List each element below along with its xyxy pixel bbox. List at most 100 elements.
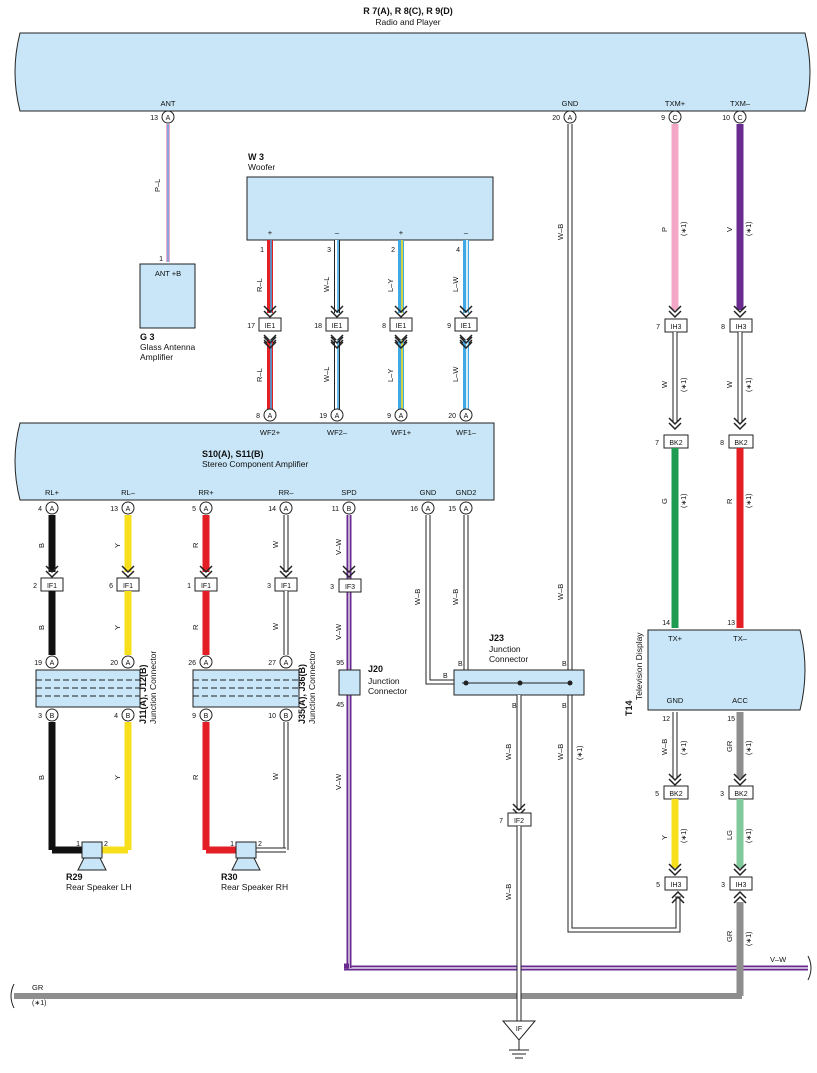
svg-text:C: C: [737, 115, 742, 122]
svg-text:5: 5: [655, 791, 659, 798]
svg-text:20: 20: [552, 115, 560, 122]
svg-text:BK2: BK2: [669, 791, 682, 798]
junction-top-pin: [121, 655, 135, 669]
j20-title: J20: [368, 664, 383, 674]
svg-text:IF1: IF1: [123, 583, 133, 590]
svg-text:A: A: [284, 506, 289, 513]
svg-text:B: B: [37, 543, 46, 548]
svg-text:B: B: [458, 661, 463, 668]
r30-title: R30: [221, 872, 238, 882]
svg-text:4: 4: [114, 713, 118, 720]
ie1-connector: [258, 317, 282, 332]
svg-text:A: A: [335, 413, 340, 420]
svg-text:V: V: [725, 227, 734, 232]
svg-text:B: B: [126, 713, 131, 720]
junction-bottom-pin: [199, 708, 213, 722]
amp-box: [14, 422, 495, 501]
svg-text:1: 1: [187, 583, 191, 590]
connector-chevron: [459, 336, 473, 350]
svg-text:A: A: [50, 506, 55, 513]
svg-text:13: 13: [110, 506, 118, 513]
svg-text:IF1: IF1: [281, 583, 291, 590]
svg-text:45: 45: [336, 702, 344, 709]
svg-text:GND: GND: [667, 696, 684, 705]
svg-text:B: B: [284, 713, 289, 720]
t14-box: [647, 629, 806, 711]
svg-text:L–W: L–W: [451, 276, 460, 292]
svg-text:L–W: L–W: [451, 366, 460, 382]
svg-text:W–B: W–B: [451, 589, 460, 605]
speaker-icon: [81, 841, 103, 859]
amp-bottom-connector: [45, 501, 59, 515]
svg-text:C: C: [672, 115, 677, 122]
svg-text:W–B: W–B: [556, 744, 565, 760]
svg-text:Junction: Junction: [489, 644, 521, 654]
if3-connector: [338, 578, 362, 593]
amp-top-label: WF2+: [260, 428, 281, 437]
svg-text:–: –: [335, 228, 340, 237]
amp-top-label: WF1+: [391, 428, 412, 437]
svg-text:IF3: IF3: [345, 584, 355, 591]
radio-gnd-connector: [563, 110, 577, 124]
junction-bottom-pin: [279, 708, 293, 722]
svg-text:W: W: [725, 380, 734, 388]
junction-bottom-pin: [121, 708, 135, 722]
junction-top-pin: [199, 655, 213, 669]
connector-chevron: [121, 565, 135, 579]
svg-text:P: P: [660, 227, 669, 232]
connector-chevron: [330, 305, 344, 319]
svg-text:12: 12: [662, 716, 670, 723]
svg-text:95: 95: [336, 660, 344, 667]
svg-text:IE1: IE1: [396, 323, 407, 330]
amp-bottom-label: GND2: [456, 488, 477, 497]
svg-text:R: R: [191, 624, 200, 630]
radio-pin-txmp: TXM+: [665, 99, 686, 108]
svg-text:3: 3: [720, 791, 724, 798]
svg-text:TX–: TX–: [733, 634, 748, 643]
svg-text:Connector: Connector: [368, 686, 407, 696]
g3-box: [139, 263, 196, 329]
svg-text:Y: Y: [113, 775, 122, 780]
woofer-box: [246, 176, 494, 241]
svg-text:(∗1): (∗1): [746, 741, 753, 755]
connector-chevron: [330, 336, 344, 350]
svg-text:16: 16: [410, 506, 418, 513]
svg-text:5: 5: [192, 506, 196, 513]
amp-subtitle: Stereo Component Amplifier: [202, 459, 308, 469]
svg-text:R–L: R–L: [255, 368, 264, 382]
svg-text:B: B: [347, 506, 352, 513]
svg-text:IH3: IH3: [671, 882, 682, 889]
amp-bottom-label: GND: [420, 488, 437, 497]
svg-text:+: +: [268, 228, 273, 237]
amp-bottom-connector: [421, 501, 435, 515]
svg-text:(∗1): (∗1): [681, 741, 688, 755]
svg-text:B: B: [443, 673, 448, 680]
bus-gr-note: (∗1): [32, 1000, 46, 1007]
amp-bottom-connector: [459, 501, 473, 515]
svg-text:11: 11: [332, 506, 339, 513]
svg-text:A: A: [50, 660, 55, 667]
junction-top-pin: [279, 655, 293, 669]
svg-text:–: –: [464, 228, 469, 237]
svg-text:27: 27: [268, 660, 276, 667]
amp-bottom-connector: [279, 501, 293, 515]
amp-bottom-label: RR–: [278, 488, 294, 497]
amp-title: S10(A), S11(B): [202, 449, 264, 459]
svg-text:A: A: [464, 413, 469, 420]
g3-pin: 1: [159, 256, 163, 263]
radio-pin-ant: ANT: [161, 99, 176, 108]
amp-bottom-label: RL–: [121, 488, 136, 497]
g3-label: ANT +B: [155, 269, 181, 278]
amp-top-label: WF2–: [327, 428, 348, 437]
amp-bottom-connector: [342, 501, 356, 515]
svg-text:A: A: [284, 660, 289, 667]
svg-text:BK2: BK2: [734, 440, 747, 447]
svg-text:9: 9: [447, 323, 451, 330]
svg-text:R: R: [191, 774, 200, 780]
svg-text:R: R: [725, 498, 734, 504]
svg-text:B: B: [50, 713, 55, 720]
svg-text:9: 9: [661, 115, 665, 122]
svg-text:(∗1): (∗1): [746, 378, 753, 392]
svg-text:8: 8: [256, 413, 260, 420]
woofer-title: W 3: [248, 152, 264, 162]
